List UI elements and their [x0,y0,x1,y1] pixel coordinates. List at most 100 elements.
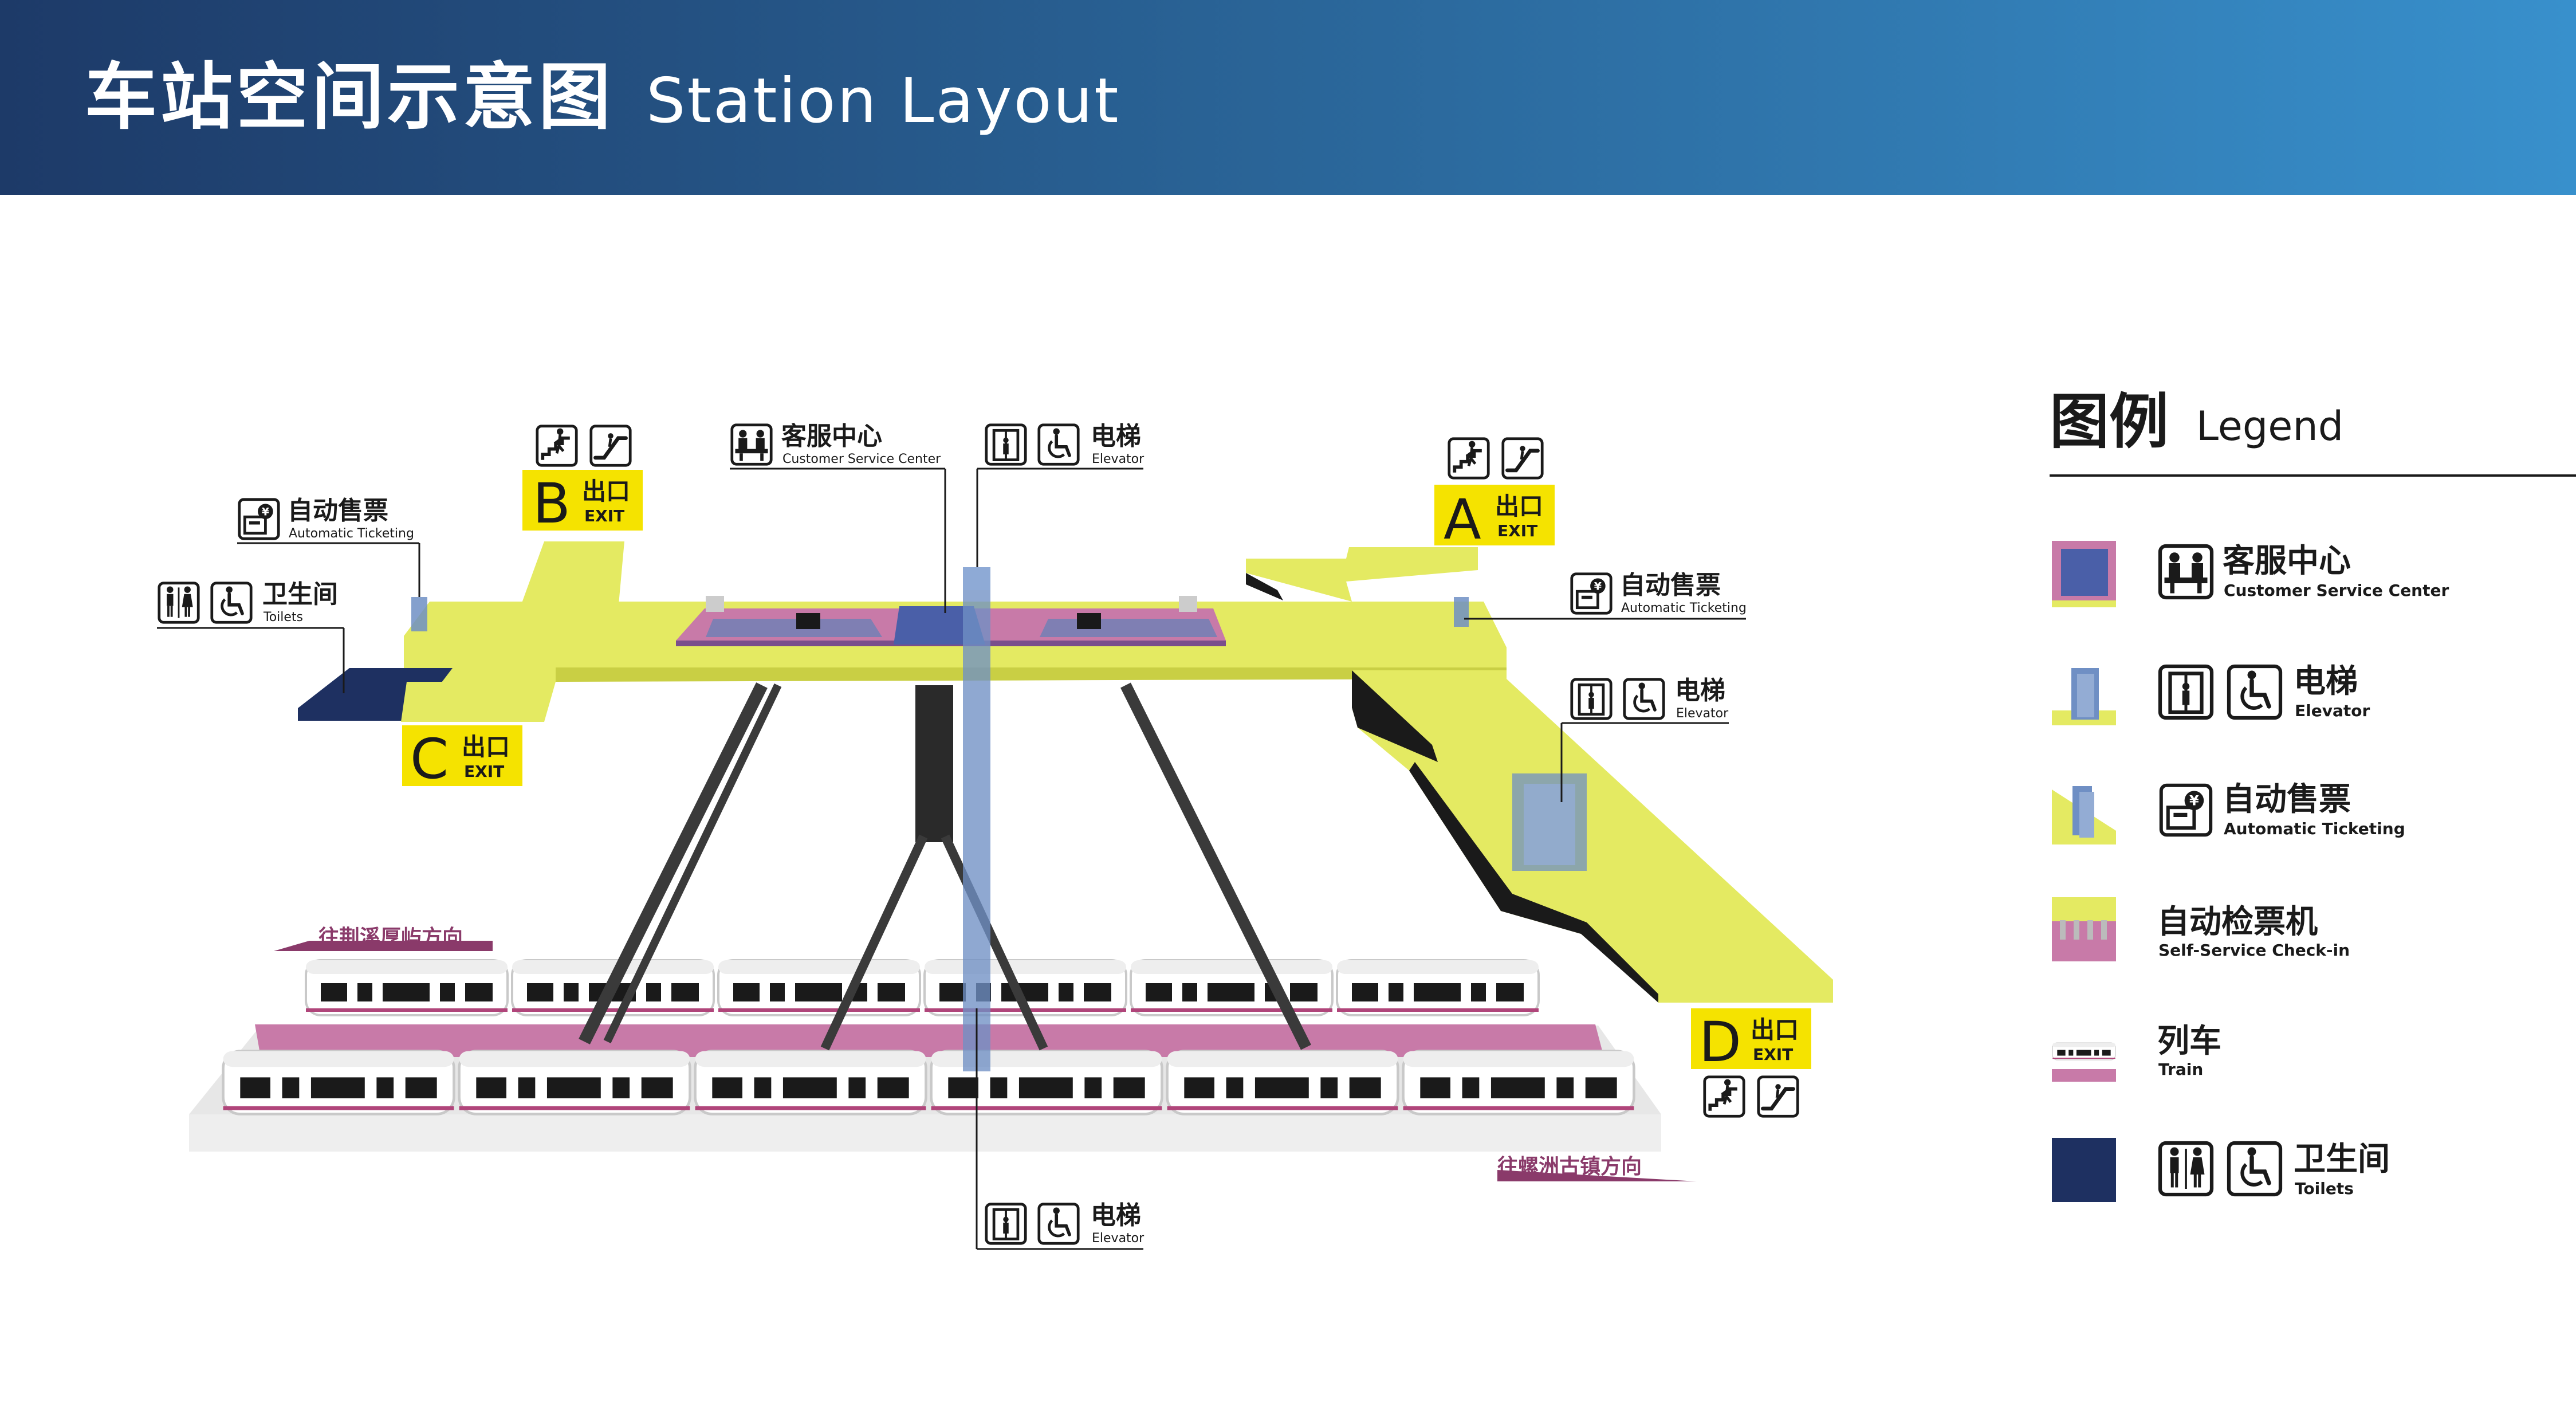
escalator-icon [1759,1077,1798,1116]
customer-service-icon [732,425,771,464]
direction-left: 往荆溪厚屿方向 [274,926,493,951]
train-car [695,1051,926,1114]
ticket-machine-right [1454,597,1469,627]
toilet-icon [159,583,198,622]
exit-a-letter: A [1444,488,1481,552]
legend-ticketing-en: Automatic Ticketing [2224,819,2405,838]
wheelchair-icon [1039,1204,1078,1243]
exit-sign-d: D 出口 EXIT [1691,1008,1811,1116]
exit-a-plate [1434,485,1555,545]
gate-booth [1179,596,1197,612]
legend-item-checkin: 自动检票机 Self-Service Check-in [2052,897,2350,961]
stair-core [915,685,953,842]
stairways [579,682,1311,1051]
stairs-icon [537,426,576,465]
callout-service-en: Customer Service Center [782,452,941,466]
train-car [459,1051,690,1114]
callout-service: 客服中心 Customer Service Center [730,422,946,613]
train-car [1130,959,1334,1016]
exit-b-en: EXIT [584,506,624,525]
callout-ticketing-left: 自动售票 Automatic Ticketing [237,496,420,597]
train-car [223,1051,454,1114]
train-car [305,959,509,1016]
legend-swatch-checkin-top [2052,897,2116,921]
exit-c-letter: C [410,727,449,791]
exit-c-plate [402,725,522,786]
legend-elevator-cn: 电梯 [2294,663,2358,700]
concourse-level [298,541,1833,1003]
exit-a-en: EXIT [1497,521,1537,540]
exit-d-cn: 出口 [1751,1016,1799,1044]
escalator-icon [1503,439,1542,478]
exit-d-plate [1691,1008,1811,1069]
escalator-icon [591,426,630,465]
corridor-exit-b [521,541,624,604]
elevator-icon [2160,666,2212,718]
ticket-machine-icon [2161,785,2211,835]
callout-ticketing-left-cn: 自动售票 [288,496,388,525]
callout-elevator-top-en: Elevator [1092,452,1145,466]
wheelchair-icon [212,583,251,622]
legend-swatch-checkin-gate [2087,920,2093,940]
ticket-machine-left [411,597,427,631]
legend-swatch-train-floor [2052,1069,2116,1082]
ticket-machine-icon [1572,574,1611,613]
legend-checkin-cn: 自动检票机 [2157,904,2318,941]
elevator-icon [986,425,1025,464]
gate-machine [796,613,820,629]
exit-b-plate [522,470,643,531]
exit-sign-a: A 出口 EXIT [1434,439,1555,552]
callout-toilets: 卫生间 Toilets [157,580,345,693]
wheelchair-icon [1039,425,1078,464]
callout-ticketing-left-en: Automatic Ticketing [289,527,414,541]
exit-c-cn: 出口 [462,733,510,761]
exit-c-en: EXIT [464,762,504,781]
legend-swatch-train [2052,1042,2116,1061]
exit-sign-c: C 出口 EXIT [402,725,522,791]
legend-swatch-elevator-front [2077,674,2094,717]
legend-swatch-checkin-gate [2101,920,2107,940]
stair-line [603,683,782,1044]
legend-toilets-en: Toilets [2295,1179,2354,1198]
legend-swatch-checkin-gate [2074,920,2079,940]
direction-arrow [274,941,493,951]
platform-strip [255,1024,1604,1057]
exit-b-cn: 出口 [582,477,630,505]
train-car [1336,959,1540,1016]
elevator-shaft-top [963,567,990,590]
callout-ticketing-right-en: Automatic Ticketing [1621,601,1747,615]
callout-elevator-bottom: 电梯 Elevator [976,1008,1145,1250]
exit-d-letter: D [1699,1010,1741,1074]
callout-elevator-bottom-cn: 电梯 [1091,1201,1141,1230]
gate-machine [1077,613,1101,629]
stair-line [941,834,1048,1051]
legend-service-cn: 客服中心 [2223,543,2351,580]
exit-sign-b: B 出口 EXIT [522,426,643,536]
elevator-icon [1572,679,1611,718]
legend-item-ticketing: 自动售票 Automatic Ticketing [2052,781,2405,844]
callout-toilets-en: Toilets [263,610,303,624]
corridor-exit-d [1352,670,1833,1003]
direction-right-label: 往螺洲古镇方向 [1497,1155,1642,1179]
callout-elevator-right-en: Elevator [1676,706,1729,721]
callout-elevator-right: 电梯 Elevator [1560,676,1729,802]
gate-booth [706,596,724,612]
callout-elevator-top-cn: 电梯 [1091,422,1141,451]
elevator-box-right [1512,773,1587,871]
stair-line [579,682,768,1044]
direction-arrow [1497,1170,1697,1181]
toilet-icon [2160,1143,2212,1195]
legend-title-cn: 图例 [2050,387,2169,457]
train-car [1403,1051,1634,1114]
wheelchair-icon [2229,666,2280,718]
legend-service-en: Customer Service Center [2224,581,2449,600]
legend-swatch-checkin-gate [2060,920,2066,940]
legend-item-elevator: 电梯 Elevator [2052,663,2370,725]
stair-line [1120,682,1311,1050]
legend-train-cn: 列车 [2157,1023,2221,1060]
direction-right: 往螺洲古镇方向 [1497,1155,1697,1181]
direction-left-label: 往荆溪厚屿方向 [318,926,463,949]
